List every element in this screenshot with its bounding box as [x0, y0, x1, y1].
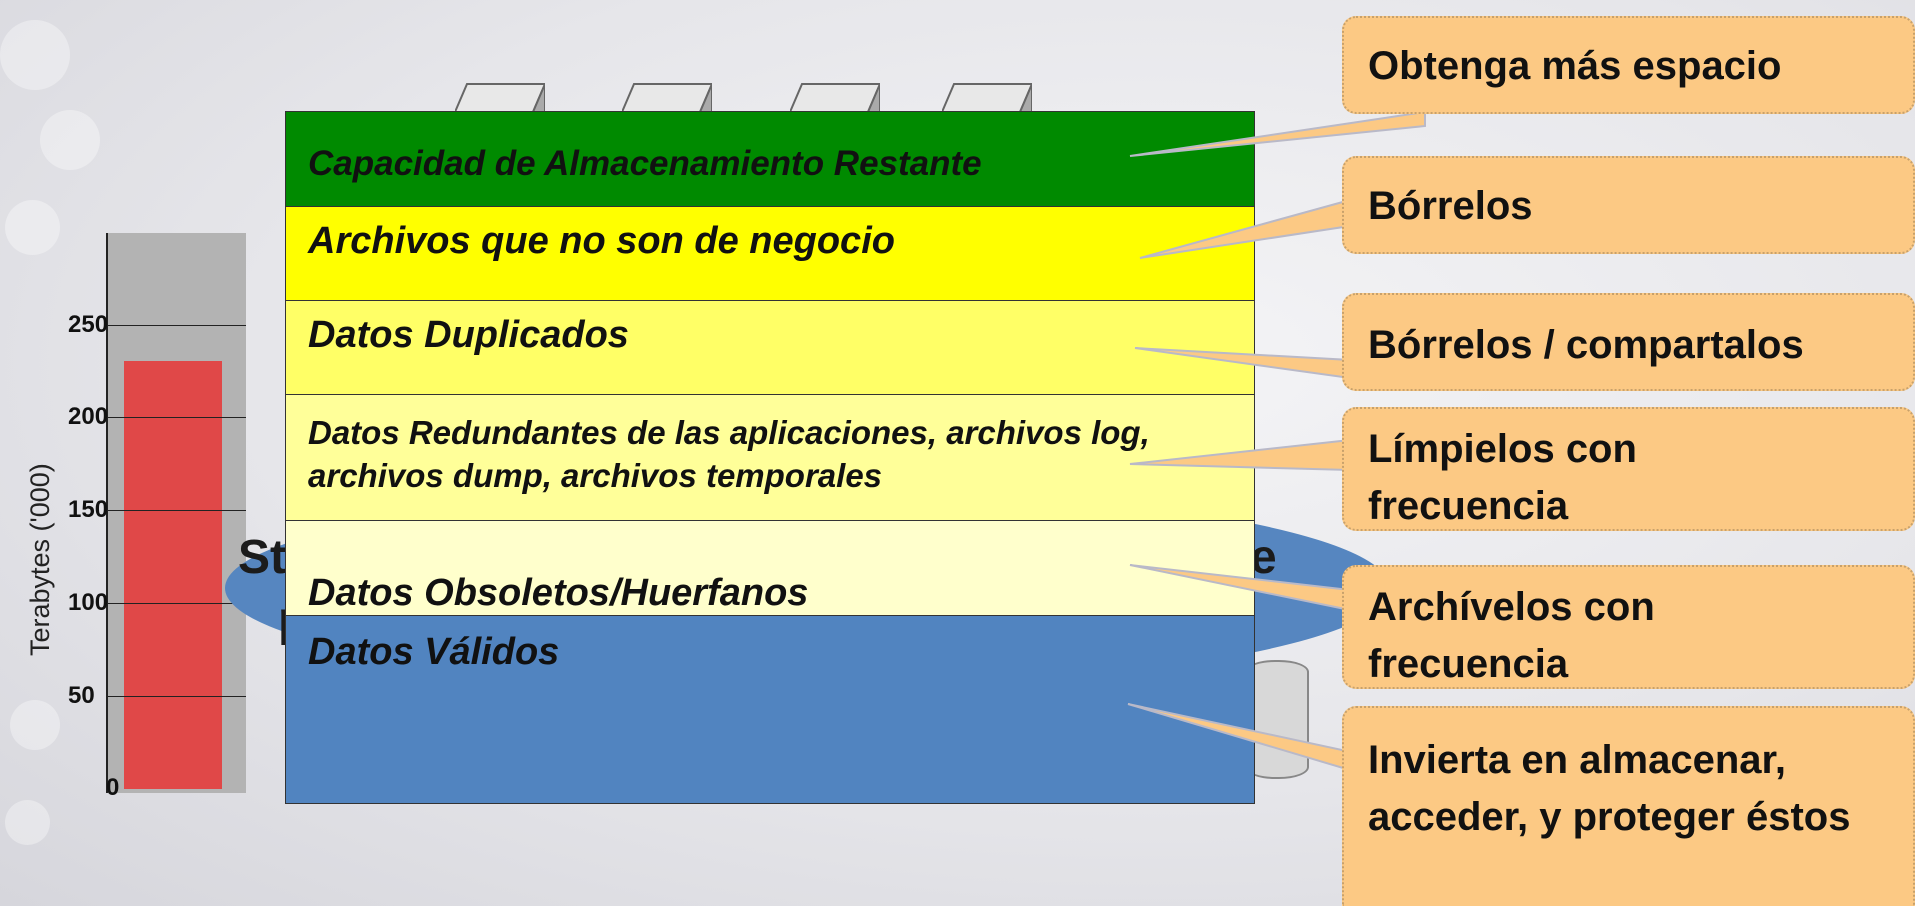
callout-invest: Invierta en almacenar, acceder, y proteg… — [1342, 706, 1915, 906]
server-cube-icon — [622, 83, 712, 112]
callout-text: Invierta en almacenar, acceder, y proteg… — [1368, 738, 1851, 839]
layer-label: Capacidad de Almacenamiento Restante — [308, 144, 982, 183]
gridline — [108, 417, 246, 418]
gridline — [108, 325, 246, 326]
layer-label: Archivos que no son de negocio — [308, 220, 895, 262]
callout-text: Límpielos con frecuencia — [1368, 427, 1637, 528]
chart-bar — [124, 361, 222, 789]
layer-non-business-files: Archivos que no son de negocio — [285, 206, 1255, 301]
layer-valid-data: Datos Válidos — [285, 615, 1255, 804]
tick-label-0: 0 — [106, 774, 120, 801]
callout-delete-share: Bórrelos / compartalos — [1342, 293, 1915, 391]
layer-label: Datos Duplicados — [308, 314, 629, 356]
background-bubble — [5, 200, 60, 255]
background-bubble — [40, 110, 100, 170]
server-cube-icon — [455, 83, 545, 112]
callout-text: Obtenga más espacio — [1368, 44, 1782, 88]
background-bubble — [0, 20, 70, 90]
callout-archive-frequently: Archívelos con frecuencia — [1342, 565, 1915, 689]
tick-label-200: 200 — [68, 403, 109, 430]
callout-text: Bórrelos / compartalos — [1368, 323, 1804, 367]
layer-remaining-capacity: Capacidad de Almacenamiento Restante — [285, 111, 1255, 207]
layer-duplicate-data: Datos Duplicados — [285, 300, 1255, 395]
tick-label-250: 250 — [68, 311, 109, 338]
tick-label-150: 150 — [68, 496, 109, 523]
callout-text: Archívelos con frecuencia — [1368, 585, 1655, 686]
callout-clean-frequently: Límpielos con frecuencia — [1342, 407, 1915, 531]
gridline — [108, 603, 246, 604]
callout-get-more-space: Obtenga más espacio — [1342, 16, 1915, 114]
tick-label-50: 50 — [68, 682, 95, 709]
gridline — [108, 696, 246, 697]
tick-label-100: 100 — [68, 589, 109, 616]
layer-label: Datos Redundantes de las aplicaciones, a… — [308, 414, 1150, 494]
layer-obsolete-data: Datos Obsoletos/Huerfanos — [285, 520, 1255, 616]
background-bubble — [10, 700, 60, 750]
gridline — [108, 510, 246, 511]
server-cube-icon — [942, 83, 1032, 112]
layer-label: Datos Obsoletos/Huerfanos — [308, 572, 809, 614]
background-text-left: St — [238, 531, 286, 584]
callout-text: Bórrelos — [1368, 184, 1533, 228]
server-cube-icon — [790, 83, 880, 112]
callout-delete: Bórrelos — [1342, 156, 1915, 254]
y-axis-line — [106, 233, 108, 793]
layer-label: Datos Válidos — [308, 631, 560, 673]
background-bubble — [5, 800, 50, 845]
layer-redundant-data: Datos Redundantes de las aplicaciones, a… — [285, 394, 1255, 521]
